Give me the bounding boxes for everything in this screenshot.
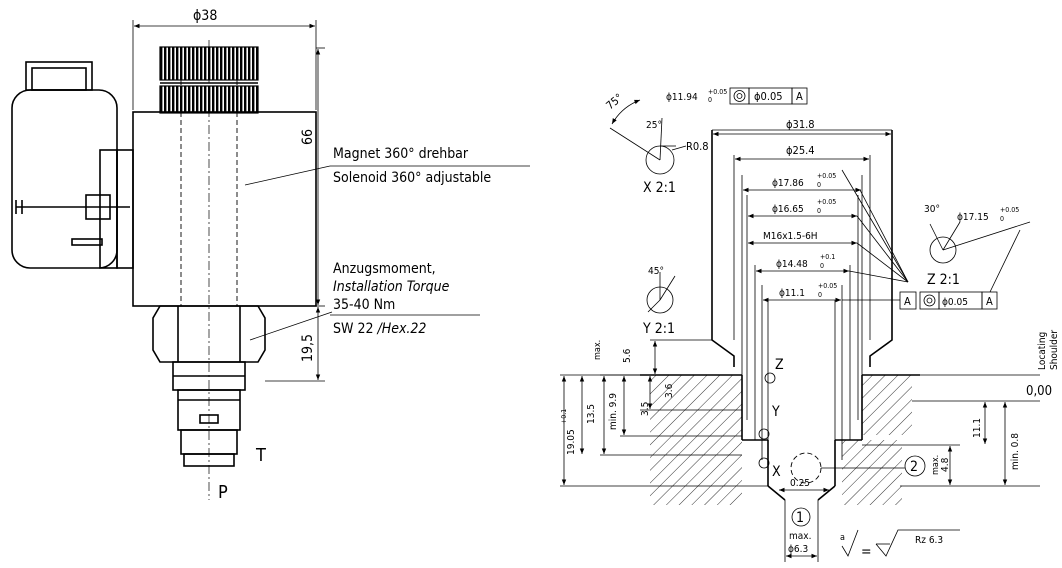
dim-min-0-8: min. 0.8 (1010, 433, 1021, 470)
angle-25: 25° (646, 120, 662, 131)
dim-diameter-38: ϕ38 (193, 8, 217, 24)
surface-eq: = (861, 544, 872, 560)
dim-min-9-9: min. 9.9 (608, 393, 619, 430)
dim-3-6: 3.6 (664, 383, 675, 398)
tol-11-1: +0.05 (818, 282, 837, 290)
dim-3-5: 3.5 (640, 402, 651, 416)
dim-6-3: ϕ6.3 (788, 544, 808, 555)
tol-14-48: +0.1 (820, 253, 835, 261)
fcf2-value: ϕ0.05 (942, 297, 968, 308)
angle-45: 45° (648, 266, 664, 277)
shoulder-label: Shoulder (1049, 330, 1060, 370)
dim-max-top: max. (593, 340, 603, 360)
surface-rz: Rz 6.3 (915, 535, 943, 546)
letter-y: Y (771, 404, 780, 420)
dim-17-15: ϕ17.15 (957, 212, 989, 223)
top-tolerance-sup: +0.05 (708, 88, 727, 96)
hatched-body (640, 374, 920, 505)
radius-r0-8: R0.8 (686, 140, 709, 153)
top-tolerance-sub: 0 (708, 96, 712, 104)
dim-19-05: 19.05 (566, 429, 577, 455)
detail-x: 75° 25° R0.8 X 2:1 (604, 91, 709, 196)
dim-height-66: 66 (300, 129, 316, 145)
label-hex-de: SW 22 /Hex.22 (333, 321, 426, 337)
tol-16-65-zero: 0 (817, 207, 821, 215)
thread-m16: M16x1.5-6H (763, 231, 818, 242)
dim-max-4-8-a: max. (931, 455, 941, 475)
dim-nut-19-5: 19,5 (300, 334, 316, 362)
label-torque-value: 35-40 Nm (333, 297, 395, 313)
label-magnet-de: Magnet 360° drehbar (333, 146, 469, 162)
dim-0-25: 0.25 (790, 478, 810, 489)
datum-a: A (904, 295, 911, 308)
left-view: ϕ38 (11, 8, 530, 503)
fcf-value: ϕ0.05 (754, 90, 783, 103)
dim-13-5: 13.5 (586, 404, 597, 424)
dim-25-4: ϕ25.4 (786, 144, 815, 157)
angle-75: 75° (604, 91, 626, 112)
dim-5-6: 5.6 (622, 348, 633, 363)
locating-label: Locating (1037, 332, 1048, 370)
tol-17-15: +0.05 (1000, 206, 1019, 214)
port-2: 2 (910, 459, 918, 475)
detail-z-label: Z 2:1 (927, 272, 960, 288)
port-t-label: T (255, 445, 266, 466)
port-1: 1 (796, 510, 804, 526)
dim-11-1: ϕ11.1 (779, 288, 805, 299)
dim-max-bottom: max. (789, 531, 811, 542)
dim-16-65: ϕ16.65 (772, 204, 804, 215)
tol-17-86: +0.05 (817, 172, 836, 180)
detail-z: 30° ϕ17.15 +0.05 0 Z 2:1 (924, 204, 1031, 288)
dim-max-4-8-b: 4.8 (940, 457, 951, 472)
angle-30: 30° (924, 204, 940, 215)
port-p-label: P (218, 482, 228, 503)
tol-16-65: +0.05 (817, 198, 836, 206)
tol-19-05: +0.1 (560, 409, 568, 424)
detail-y: 45° Y 2:1 (642, 266, 676, 337)
surface-a: a (840, 533, 845, 543)
label-solenoid-en: Solenoid 360° adjustable (333, 170, 491, 186)
detail-x-label: X 2:1 (643, 180, 676, 196)
dim-31-8: ϕ31.8 (786, 118, 815, 131)
tol-17-15-zero: 0 (1000, 215, 1004, 223)
label-torque-en: Installation Torque (333, 279, 450, 295)
label-torque-de: Anzugsmoment, (333, 261, 436, 277)
fcf-datum: A (796, 90, 803, 103)
dim-14-48: ϕ14.48 (776, 259, 808, 270)
tol-17-86-zero: 0 (817, 181, 821, 189)
fcf2-datum: A (986, 295, 993, 308)
dim-17-86: ϕ17.86 (772, 178, 804, 189)
tol-11-1-zero: 0 (818, 291, 822, 299)
zero-label: 0,00 (1026, 384, 1052, 399)
top-tolerance-dim: ϕ11.94 (666, 92, 698, 103)
tol-14-48-zero: 0 (820, 262, 824, 270)
letter-z: Z (775, 357, 784, 373)
letter-x: X (772, 464, 781, 480)
dim-11-1v: 11.1 (972, 418, 983, 438)
detail-y-label: Y 2:1 (642, 321, 675, 337)
right-view: 75° 25° R0.8 X 2:1 ϕ11.94 +0.05 0 ϕ0.05 … (560, 87, 1060, 562)
